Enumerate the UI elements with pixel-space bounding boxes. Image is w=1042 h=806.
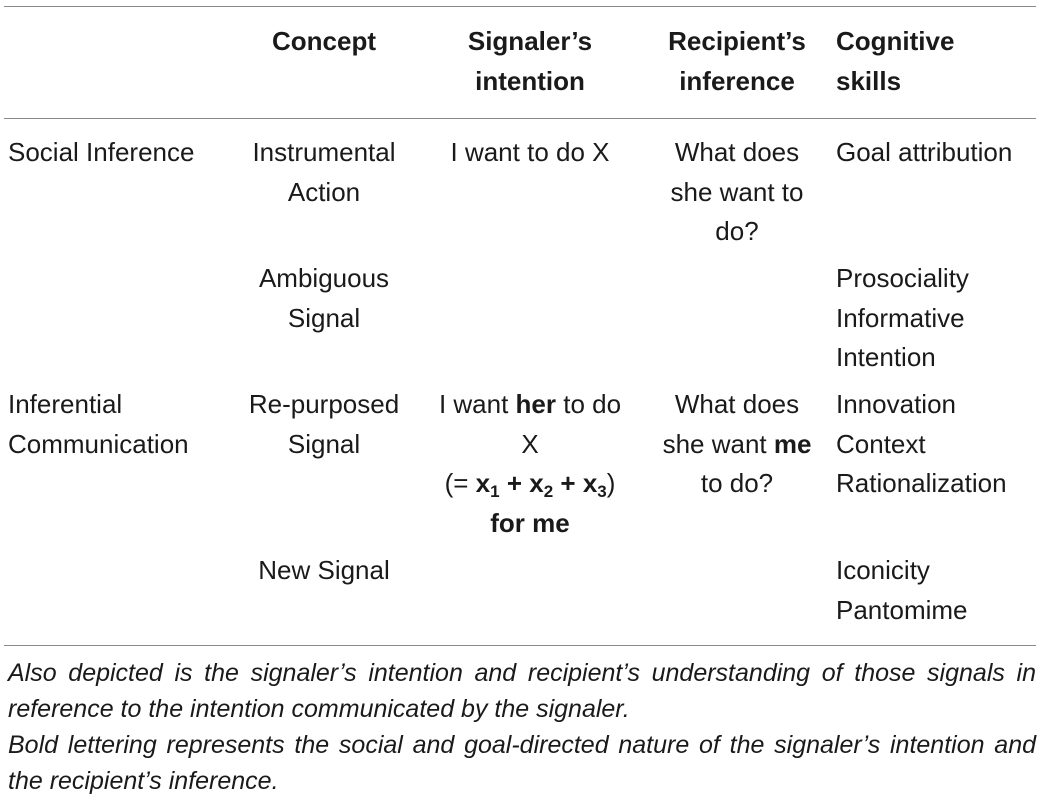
row-1-skills: Goal attribution <box>836 137 1013 167</box>
header-cognitive-skills: Cognitive skills <box>836 26 955 96</box>
bottom-rule <box>4 645 1036 646</box>
row-1-intention: I want to do X <box>450 137 610 167</box>
footnote-1: Also depicted is the signaler’s intentio… <box>8 659 1036 723</box>
row-3-category: Inferential Communication <box>8 389 189 459</box>
row-1-inference: What does she want to do? <box>670 137 804 246</box>
row-3-inference: What does she want me to do? <box>662 389 812 498</box>
row-2-concept: Ambiguous Signal <box>258 263 390 333</box>
row-3-skills: Innovation Context Rationalization <box>836 389 1007 498</box>
footnote-2: Bold lettering represents the social and… <box>8 731 1036 795</box>
row-2-skills: Prosociality Informative Intention <box>836 263 969 372</box>
top-rule <box>4 6 1036 7</box>
header-signaler-intention: Signaler’s intention <box>467 26 593 96</box>
row-3-concept: Re-purposed Signal <box>248 389 400 459</box>
row-1-concept: Instrumental Action <box>252 137 396 207</box>
header-rule <box>4 118 1036 119</box>
row-4-concept: New Signal <box>258 555 390 585</box>
bold-me: me <box>773 428 812 459</box>
row-1-category: Social Inference <box>8 137 195 167</box>
row-3-intention: I want her to do X (= x1 + x2 + x3) for … <box>414 385 646 543</box>
bold-her: her <box>515 389 556 419</box>
bold-for-me: for me <box>490 507 570 538</box>
header-concept: Concept <box>272 26 376 56</box>
row-4-skills: Iconicity Pantomime <box>836 555 968 625</box>
header-recipient-inference: Recipient’s inference <box>668 26 806 96</box>
intention-formula: (= x1 + x2 + x3) <box>444 468 616 501</box>
